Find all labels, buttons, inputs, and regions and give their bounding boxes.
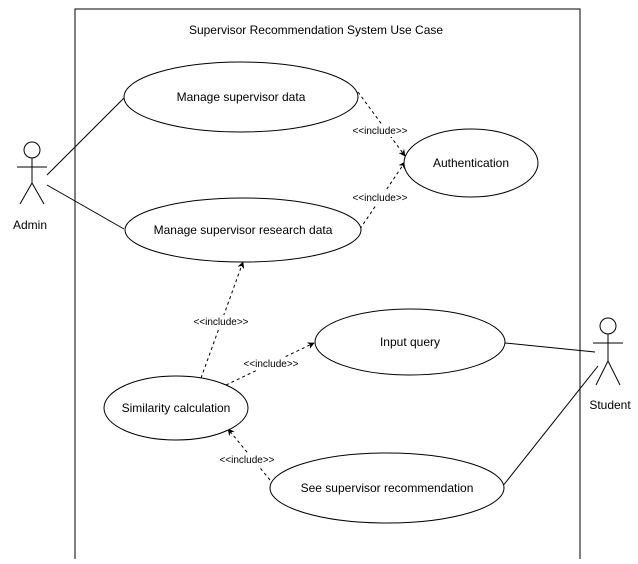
- include-label-recommendation: <<include>>: [219, 455, 274, 466]
- usecase-label-manage-supervisor-data: Manage supervisor data: [177, 90, 306, 104]
- admin-left-leg: [19, 182, 33, 205]
- include-edge-manage-data-auth: [357, 91, 406, 157]
- student-right-leg: [607, 360, 621, 386]
- usecase-ellipse: [314, 308, 506, 376]
- student-recommendation-association: [501, 365, 599, 488]
- usecase-ellipse: [123, 61, 359, 133]
- admin-actor[interactable]: [17, 141, 47, 205]
- admin-manage-data-association: [46, 96, 126, 176]
- student-head: [599, 317, 617, 335]
- usecase-authentication[interactable]: Authentication: [403, 128, 539, 198]
- admin-right-leg: [31, 182, 45, 205]
- student-label: Student: [589, 398, 631, 412]
- student-left-leg: [595, 360, 609, 386]
- include-label-similarity-research: <<include>>: [193, 317, 248, 328]
- usecase-label-authentication: Authentication: [433, 156, 509, 170]
- usecase-label-manage-research-data: Manage supervisor research data: [154, 223, 333, 237]
- usecase-ellipse: [103, 375, 249, 441]
- usecase-see-recommendation[interactable]: See supervisor recommendation: [269, 452, 505, 524]
- usecase-ellipse: [403, 128, 539, 198]
- usecase-ellipse: [269, 452, 505, 524]
- include-label-research: <<include>>: [352, 193, 407, 204]
- usecase-label-input-query: Input query: [380, 335, 440, 349]
- include-label-manage-data: <<include>>: [352, 126, 407, 137]
- usecase-ellipse: [124, 197, 362, 263]
- student-actor[interactable]: [593, 317, 623, 386]
- usecase-similarity-calculation[interactable]: Similarity calculation: [103, 375, 249, 441]
- usecase-manage-supervisor-data[interactable]: Manage supervisor data: [123, 61, 359, 133]
- usecase-manage-research-data[interactable]: Manage supervisor research data: [124, 197, 362, 263]
- usecase-label-see-recommendation: See supervisor recommendation: [301, 481, 474, 495]
- student-input-query-association: [504, 342, 596, 353]
- admin-manage-research-association: [46, 184, 125, 230]
- include-edge-recommendation-similarity: [227, 428, 271, 481]
- include-edge-research-auth: [359, 161, 406, 230]
- include-label-similarity-query: <<include>>: [243, 359, 298, 370]
- admin-label: Admin: [13, 218, 47, 232]
- usecase-input-query[interactable]: Input query: [314, 308, 506, 376]
- system-title: Supervisor Recommendation System Use Cas…: [189, 23, 443, 37]
- usecase-label-similarity-calculation: Similarity calculation: [122, 401, 231, 415]
- admin-head: [23, 141, 41, 159]
